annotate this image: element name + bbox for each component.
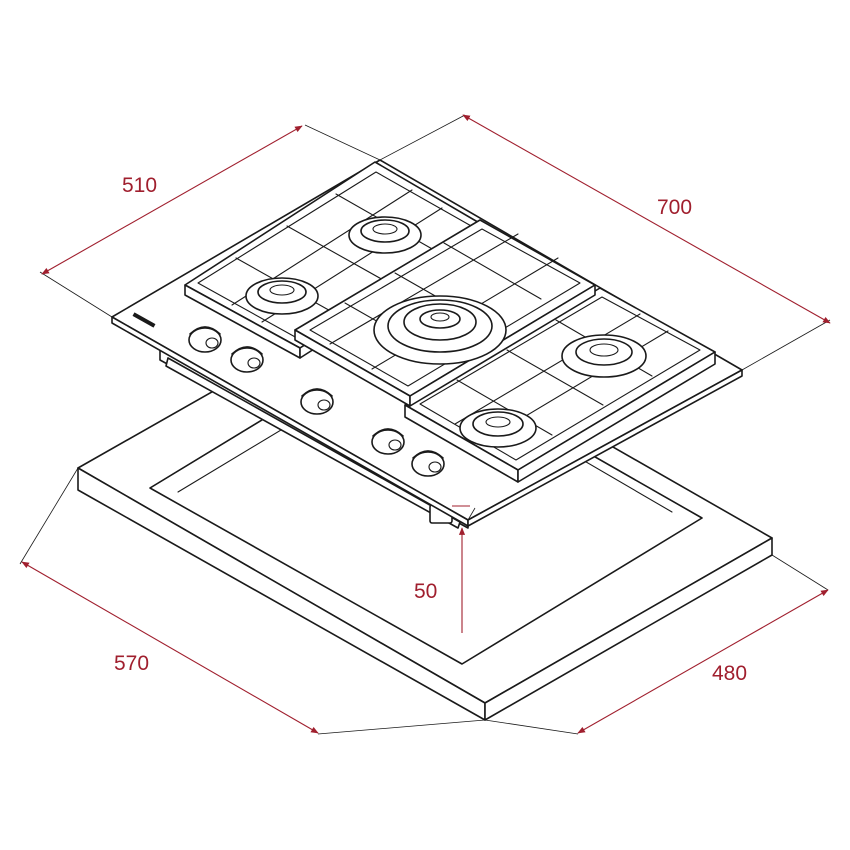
dimension-line-480 <box>577 589 829 734</box>
burner-center-wok <box>373 295 507 365</box>
dimension-label-510: 510 <box>122 174 157 197</box>
dimension-labels: 510 700 50 570 480 <box>114 174 747 685</box>
dimension-label-570: 570 <box>114 652 149 675</box>
burner-rear-left <box>348 216 422 254</box>
control-knobs <box>188 326 445 477</box>
brand-logo <box>132 312 156 328</box>
extension-lines <box>19 114 831 735</box>
burner-front-right <box>459 408 537 448</box>
burner-rear-right <box>561 334 647 378</box>
dimension-line-700 <box>462 114 831 324</box>
dimension-line-570 <box>21 561 319 734</box>
dimension-lines <box>21 114 831 734</box>
dimension-label-50: 50 <box>414 580 437 603</box>
knob-4 <box>371 428 405 455</box>
knob-3 <box>300 388 334 415</box>
knob-2 <box>230 346 264 373</box>
knob-1 <box>188 326 222 353</box>
burner-front-left <box>245 277 319 315</box>
knob-5 <box>411 450 445 477</box>
burners <box>245 216 647 448</box>
dimension-label-700: 700 <box>657 196 692 219</box>
dimension-line-510 <box>41 125 303 275</box>
dimension-label-480: 480 <box>712 662 747 685</box>
